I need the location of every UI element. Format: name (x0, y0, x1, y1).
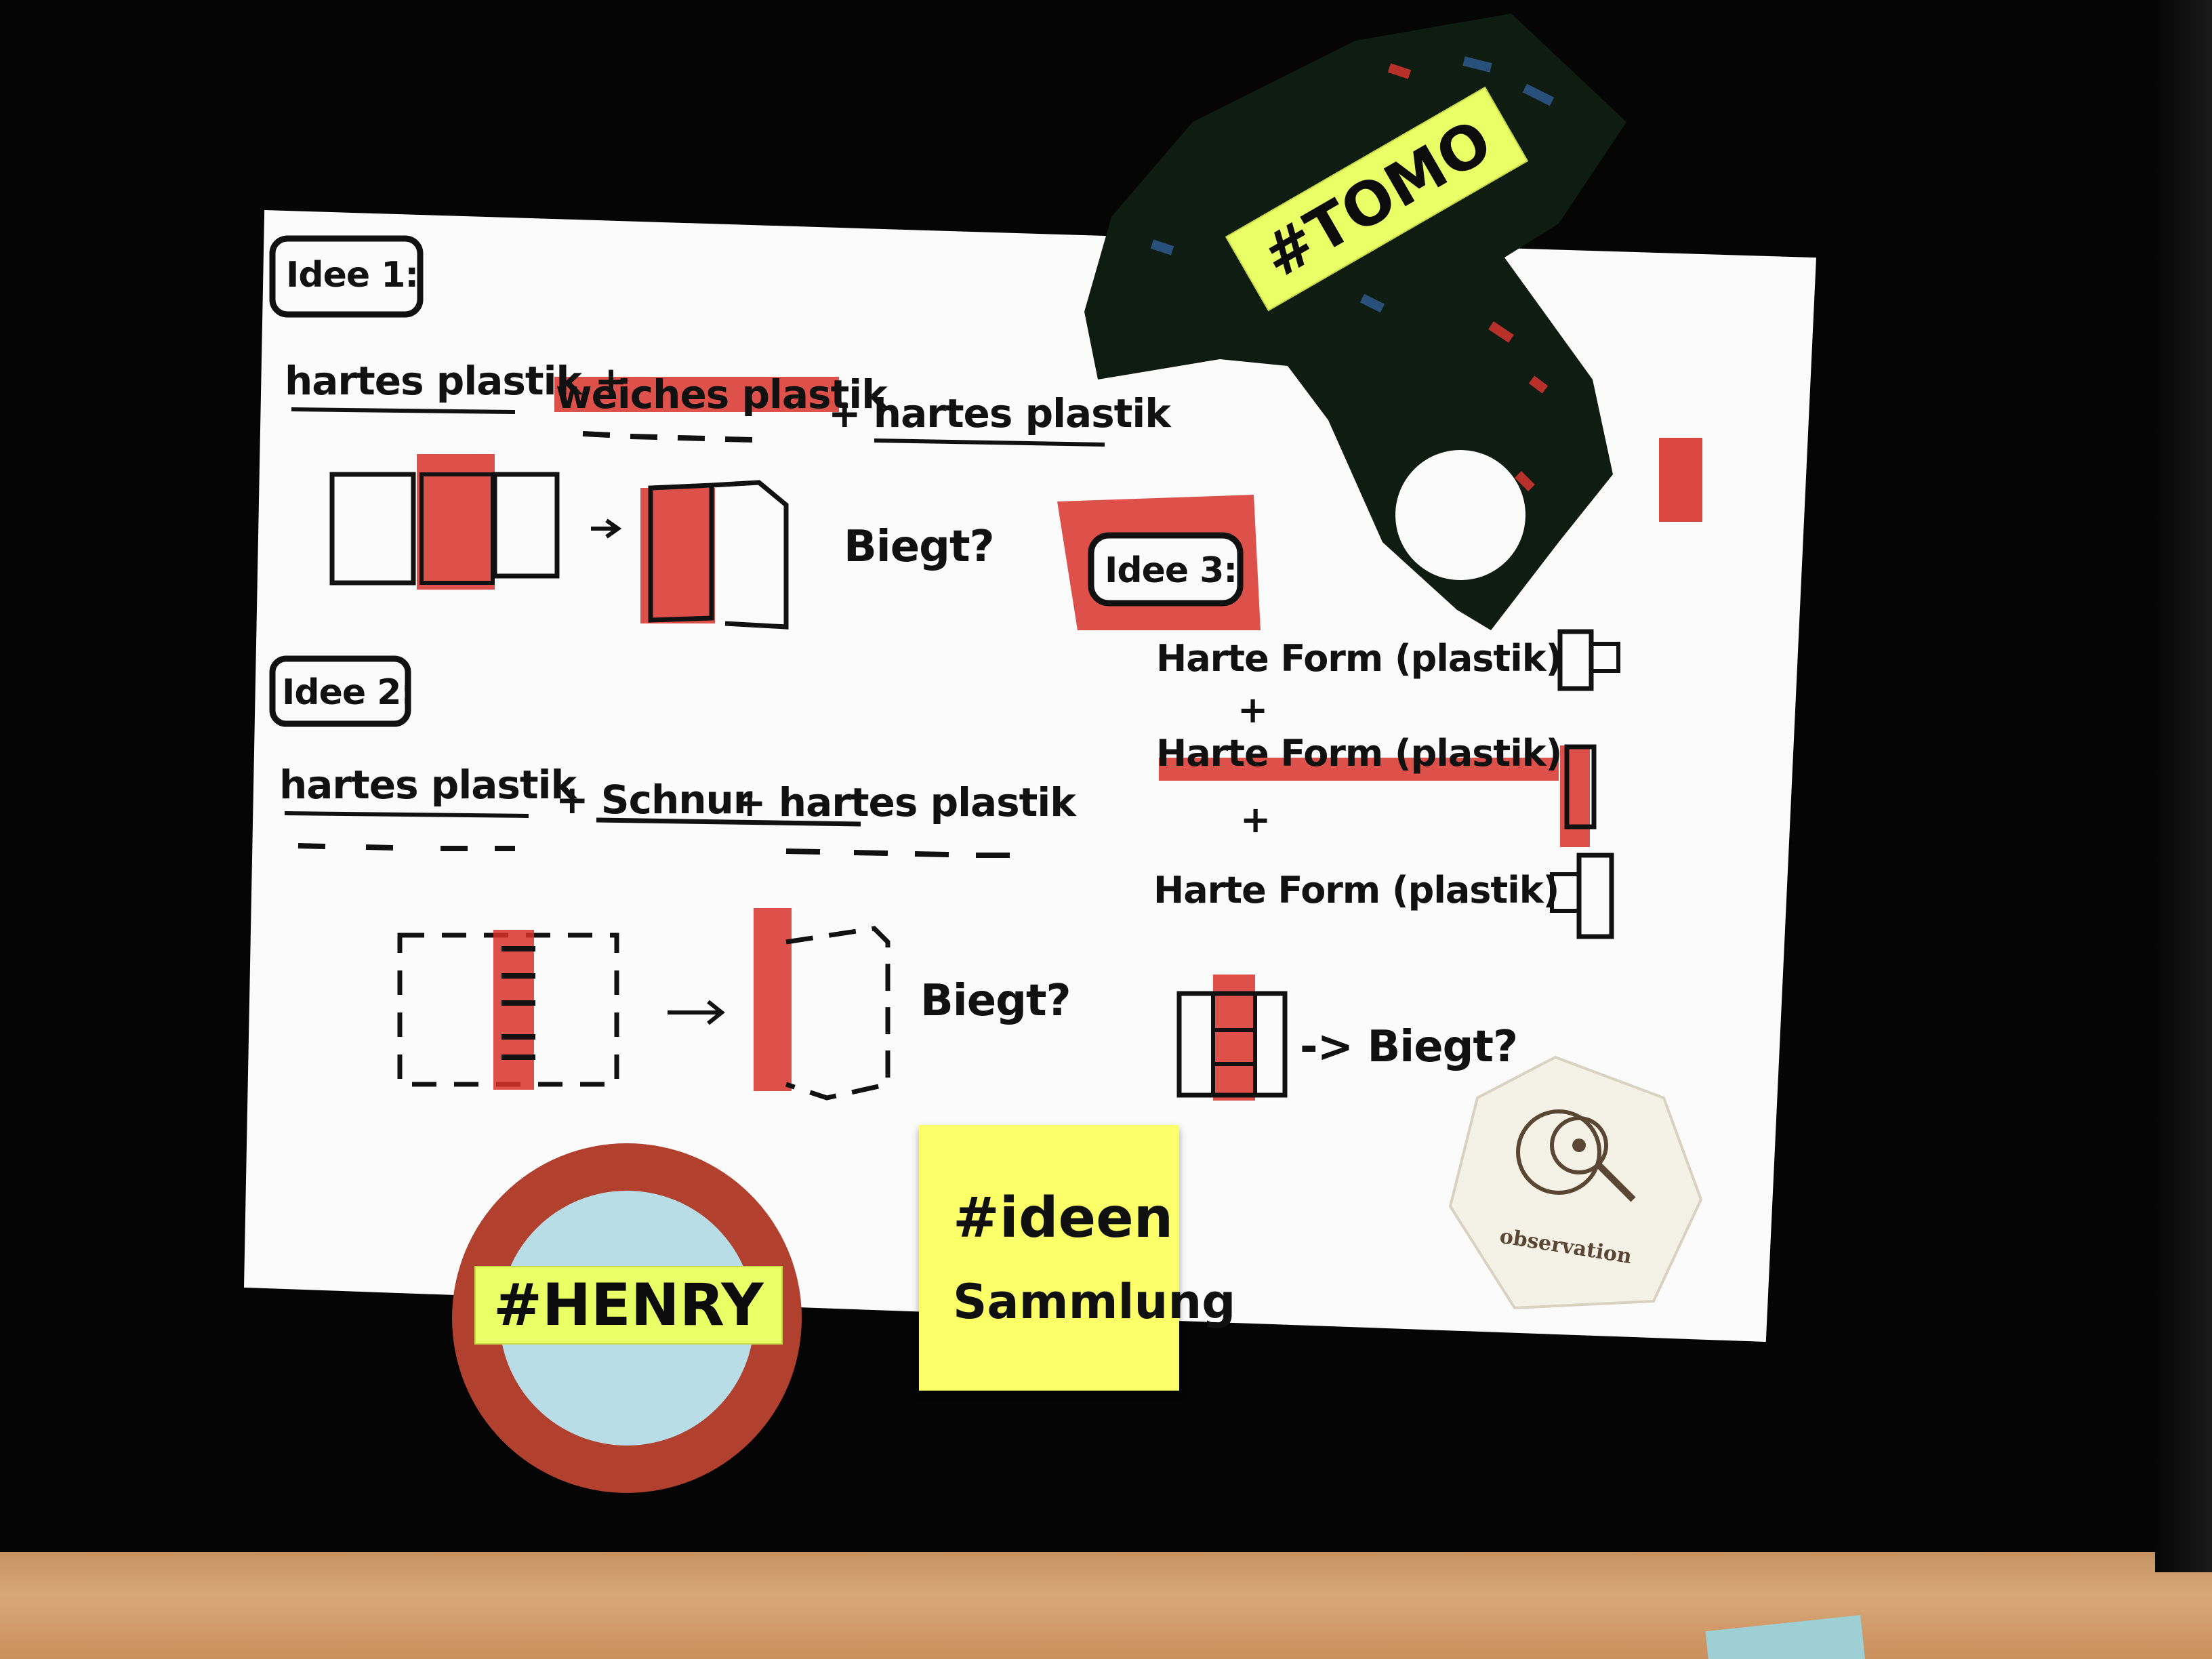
idee3-red-swatch (1659, 438, 1702, 522)
tomo-speckle-blue (1150, 56, 1555, 313)
idee3-combo-dividers (1211, 994, 1257, 1095)
idee3-form-2 (1564, 744, 1597, 830)
idee2-underline-1 (284, 811, 529, 818)
observation-magnifier-handle (1597, 1163, 1636, 1202)
idee2-question: Biegt? (920, 976, 1071, 1026)
idee2-string-left (501, 946, 535, 1060)
idee3-form-1-cap (1589, 642, 1620, 673)
idee2-bent-red (754, 908, 792, 1091)
henry-tag: #HENRY (474, 1266, 783, 1345)
idee1-question: Biegt? (844, 522, 995, 572)
idee1-label-box (269, 235, 424, 318)
idee2-text-part1: hartes plastik (279, 762, 577, 808)
idee1-arrow (591, 518, 622, 539)
idee1-text-part1: hartes plastik + (285, 358, 628, 404)
idee3-line-3: Harte Form (plastik) (1153, 869, 1559, 912)
sticky-line-2: Sammlung (953, 1274, 1236, 1330)
idee3-question: -> Biegt? (1300, 1022, 1518, 1072)
observation-eye-icon (1572, 1139, 1586, 1152)
idee3-form-3 (1576, 853, 1614, 939)
idee1-block-left (329, 472, 416, 586)
idee2-label-box (269, 655, 411, 727)
idee1-underline-3 (874, 438, 1105, 447)
observation-head-icon (1516, 1109, 1601, 1195)
idee1-red-highlight (554, 377, 839, 412)
observation-magnifier-icon (1550, 1116, 1608, 1174)
idee3-form-3-cap (1550, 872, 1581, 913)
idee2-text-part2: + Schnur (556, 777, 752, 823)
idee2-red-joint (493, 930, 534, 1090)
sticky-note: #ideen Sammlung (919, 1125, 1235, 1391)
idee3-label: Idee 3: (1105, 550, 1237, 591)
idee1-block-right (492, 472, 560, 579)
idee2-text-part3: + hartes plastik (733, 779, 1076, 825)
idee2-dashes-1 (298, 843, 515, 851)
idee2-label: Idee 2: (282, 672, 415, 713)
observation-hex-badge (1448, 1055, 1703, 1310)
idee2-bent-shape (785, 926, 890, 1101)
idee2-arrow (668, 1000, 725, 1025)
idee3-line-2: Harte Form (plastik) (1156, 732, 1562, 775)
tomo-hole (1395, 450, 1525, 580)
idee3-label-box (1088, 532, 1244, 607)
idee1-dashes (582, 431, 753, 443)
idee3-form-1 (1557, 629, 1594, 691)
idee3-combo (1176, 991, 1288, 1098)
idee1-text-part3: + hartes plastik (828, 390, 1171, 436)
idee1-block-mid-fill (417, 454, 495, 590)
idee3-plus-2: + (1240, 798, 1271, 841)
sticky-line-1: #ideen (953, 1186, 1174, 1250)
idee2-dashes-2 (785, 848, 1010, 858)
idee2-underline-2 (596, 817, 861, 827)
idee3-red-strike (1159, 758, 1559, 781)
idee1-underline-1 (291, 407, 516, 414)
idee1-text-part2: weiches plastik (556, 371, 888, 417)
board-edge (2155, 0, 2212, 1572)
idee3-plus-1: + (1237, 689, 1268, 731)
idee3-line-1: Harte Form (plastik) (1156, 637, 1562, 680)
idee1-label: Idee 1: (286, 255, 419, 295)
idee1-bent-shape (648, 480, 789, 630)
